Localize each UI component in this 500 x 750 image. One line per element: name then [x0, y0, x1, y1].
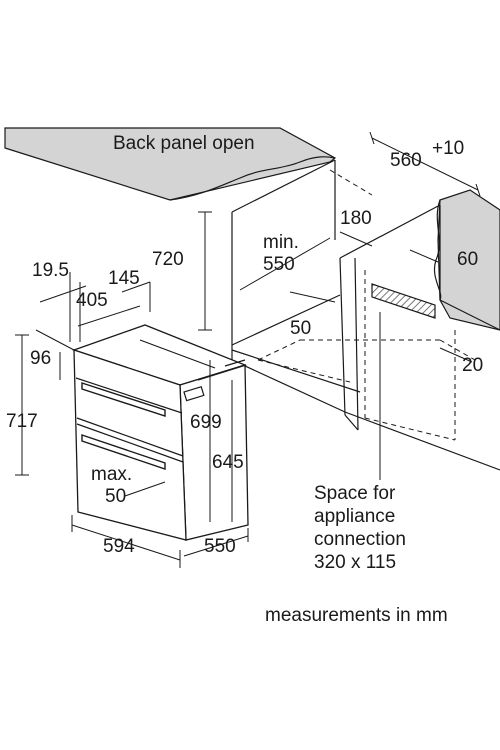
oven-handles — [81, 382, 166, 470]
connection-cutout — [371, 283, 436, 319]
label-dim-20: 20 — [462, 355, 483, 376]
dimension-lines — [15, 131, 481, 568]
label-dim-720: 720 — [152, 249, 184, 270]
footer-note: measurements in mm — [265, 605, 448, 626]
label-dim-560: 560 — [390, 150, 422, 171]
label-dim-60: 60 — [457, 249, 478, 270]
label-dim-560-tolerance: +10 — [432, 138, 464, 159]
label-dim-717: 717 — [6, 411, 38, 432]
label-dim-145: 145 — [108, 268, 140, 289]
label-back-panel: Back panel open — [113, 133, 255, 154]
oven-body — [71, 324, 249, 541]
label-space-line4: 320 x 115 — [314, 552, 396, 573]
label-dim-699: 699 — [190, 412, 222, 433]
label-space-line3: connection — [314, 529, 406, 550]
label-space-line1: Space for — [314, 483, 396, 504]
label-dim-594: 594 — [103, 536, 135, 557]
label-min: min. — [263, 232, 299, 253]
label-space-line2: appliance — [314, 506, 395, 527]
cabinet-niche — [231, 159, 500, 471]
label-dim-405: 405 — [76, 290, 108, 311]
label-dim-550-niche: 550 — [263, 254, 295, 275]
label-dim-96: 96 — [30, 348, 51, 369]
countertop-torn-edge — [169, 156, 336, 201]
label-dim-645: 645 — [212, 452, 244, 473]
label-dim-19-5: 19.5 — [32, 260, 69, 281]
label-dim-180: 180 — [340, 208, 372, 229]
label-dim-50-niche: 50 — [290, 318, 311, 339]
label-max: max. — [91, 464, 132, 485]
label-dim-550-depth: 550 — [204, 536, 236, 557]
oven-details — [75, 339, 247, 463]
label-dim-50-door: 50 — [105, 486, 126, 507]
